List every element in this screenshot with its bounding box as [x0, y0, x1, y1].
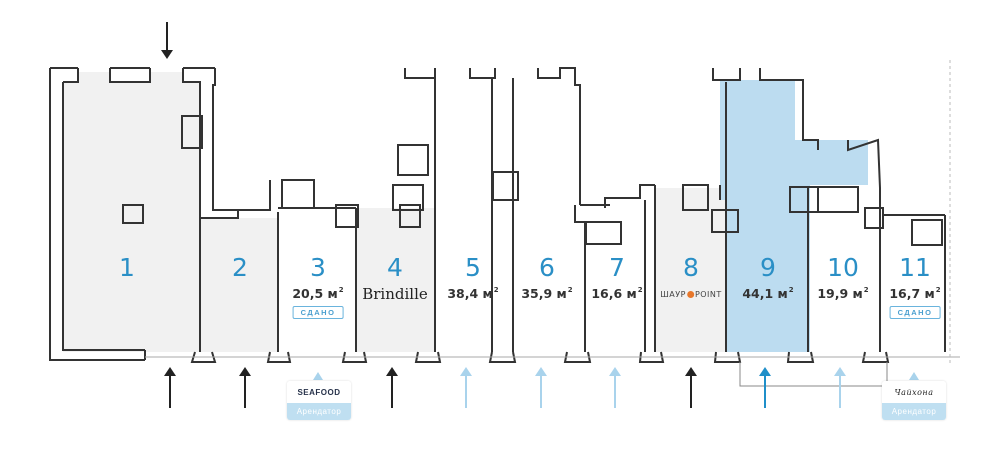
entrance-arrow-unit-6	[535, 367, 547, 408]
unit-7-area: 16,6 м2	[591, 286, 642, 301]
brand-right: POINT	[694, 290, 722, 299]
area-value: 38,4 м	[447, 286, 493, 301]
unit-3-area: 20,5 м2	[292, 286, 343, 301]
unit-2-area[interactable]	[200, 218, 278, 352]
area-sup: 2	[935, 286, 941, 294]
unit-8-number[interactable]: 8	[683, 253, 699, 282]
area-value: 16,7 м	[889, 286, 935, 301]
tenant-logo: Чайхона	[882, 381, 946, 403]
unit-11-leased-badge: СДАНО	[889, 306, 941, 319]
entrance-arrow-unit-1	[164, 367, 176, 408]
unit-11-area: 16,7 м2	[889, 286, 940, 301]
unit-10-area: 19,9 м2	[817, 286, 868, 301]
area-sup: 2	[863, 286, 869, 294]
tenant-label: Арендатор	[882, 403, 946, 420]
area-sup: 2	[788, 286, 794, 294]
unit-9-area[interactable]	[720, 80, 868, 352]
unit-6-area: 35,9 м2	[521, 286, 572, 301]
area-value: 19,9 м	[817, 286, 863, 301]
entrance-arrow-unit-10	[834, 367, 846, 408]
unit-1-number[interactable]: 1	[119, 253, 135, 282]
tenant-logo: SEAFOOD	[287, 381, 351, 403]
entrance-arrows	[161, 22, 846, 408]
tenant-pointer-icon	[909, 372, 919, 380]
unit-5-area: 38,4 м2	[447, 286, 498, 301]
unit-1-area[interactable]	[63, 72, 200, 352]
entrance-arrow-unit-9	[759, 367, 771, 408]
unit-4-number[interactable]: 4	[387, 253, 403, 282]
entrance-arrow-unit-1-top	[161, 22, 173, 59]
unit-4-area[interactable]	[356, 208, 435, 352]
unit-7-number[interactable]: 7	[609, 253, 625, 282]
entrance-arrow-unit-4	[386, 367, 398, 408]
unit-4-brand-logo: Brindille	[362, 285, 428, 303]
tenant-pointer-icon	[313, 372, 323, 380]
area-sup: 2	[637, 286, 643, 294]
unit-fills	[63, 72, 868, 352]
entrance-arrow-unit-7	[609, 367, 621, 408]
tenant-label: Арендатор	[287, 403, 351, 420]
unit-9-number[interactable]: 9	[760, 253, 776, 282]
area-value: 35,9 м	[521, 286, 567, 301]
unit-3-area[interactable]	[278, 210, 356, 352]
entrance-arrow-unit-5	[460, 367, 472, 408]
area-sup: 2	[493, 286, 499, 294]
tenant-card-seafood[interactable]: SEAFOOD Арендатор	[287, 381, 351, 420]
brand-dot-icon	[686, 291, 694, 298]
brand-left: ШАУР	[660, 290, 686, 299]
unit-3-number[interactable]: 3	[310, 253, 326, 282]
area-value: 44,1 м	[742, 286, 788, 301]
area-value: 16,6 м	[591, 286, 637, 301]
unit-3-leased-badge: СДАНО	[292, 306, 344, 319]
area-sup: 2	[567, 286, 573, 294]
area-sup: 2	[338, 286, 344, 294]
walls	[49, 67, 946, 363]
unit-8-brand-logo: ШАУР POINT	[660, 290, 722, 299]
unit-10-number[interactable]: 10	[827, 253, 859, 282]
area-value: 20,5 м	[292, 286, 338, 301]
terrace-outline	[739, 362, 888, 387]
unit-6-number[interactable]: 6	[539, 253, 555, 282]
unit-2-number[interactable]: 2	[232, 253, 248, 282]
unit-8-area[interactable]	[654, 188, 726, 352]
tenant-card-chaihona[interactable]: Чайхона Арендатор	[882, 381, 946, 420]
unit-11-number[interactable]: 11	[899, 253, 931, 282]
entrance-arrow-unit-2	[239, 367, 251, 408]
entrance-arrow-unit-8	[685, 367, 697, 408]
unit-5-number[interactable]: 5	[465, 253, 481, 282]
unit-9-area: 44,1 м2	[742, 286, 793, 301]
